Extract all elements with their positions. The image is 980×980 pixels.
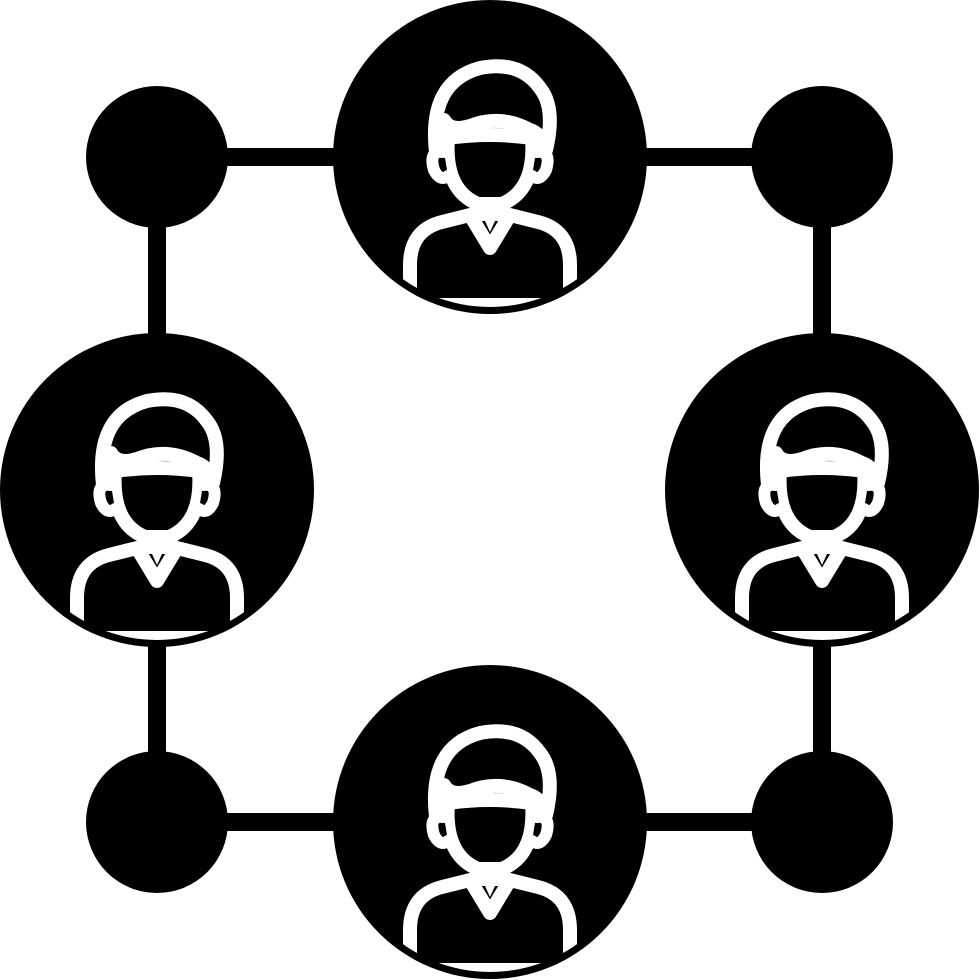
node-bottom-right (751, 751, 893, 893)
member-bottom (333, 665, 647, 979)
member-top (333, 0, 647, 314)
node-top-right (751, 86, 893, 228)
node-bottom-left (86, 751, 228, 893)
node-top-left (86, 86, 228, 228)
corner-nodes (86, 86, 893, 893)
member-right (665, 333, 979, 647)
member-left (0, 333, 314, 647)
